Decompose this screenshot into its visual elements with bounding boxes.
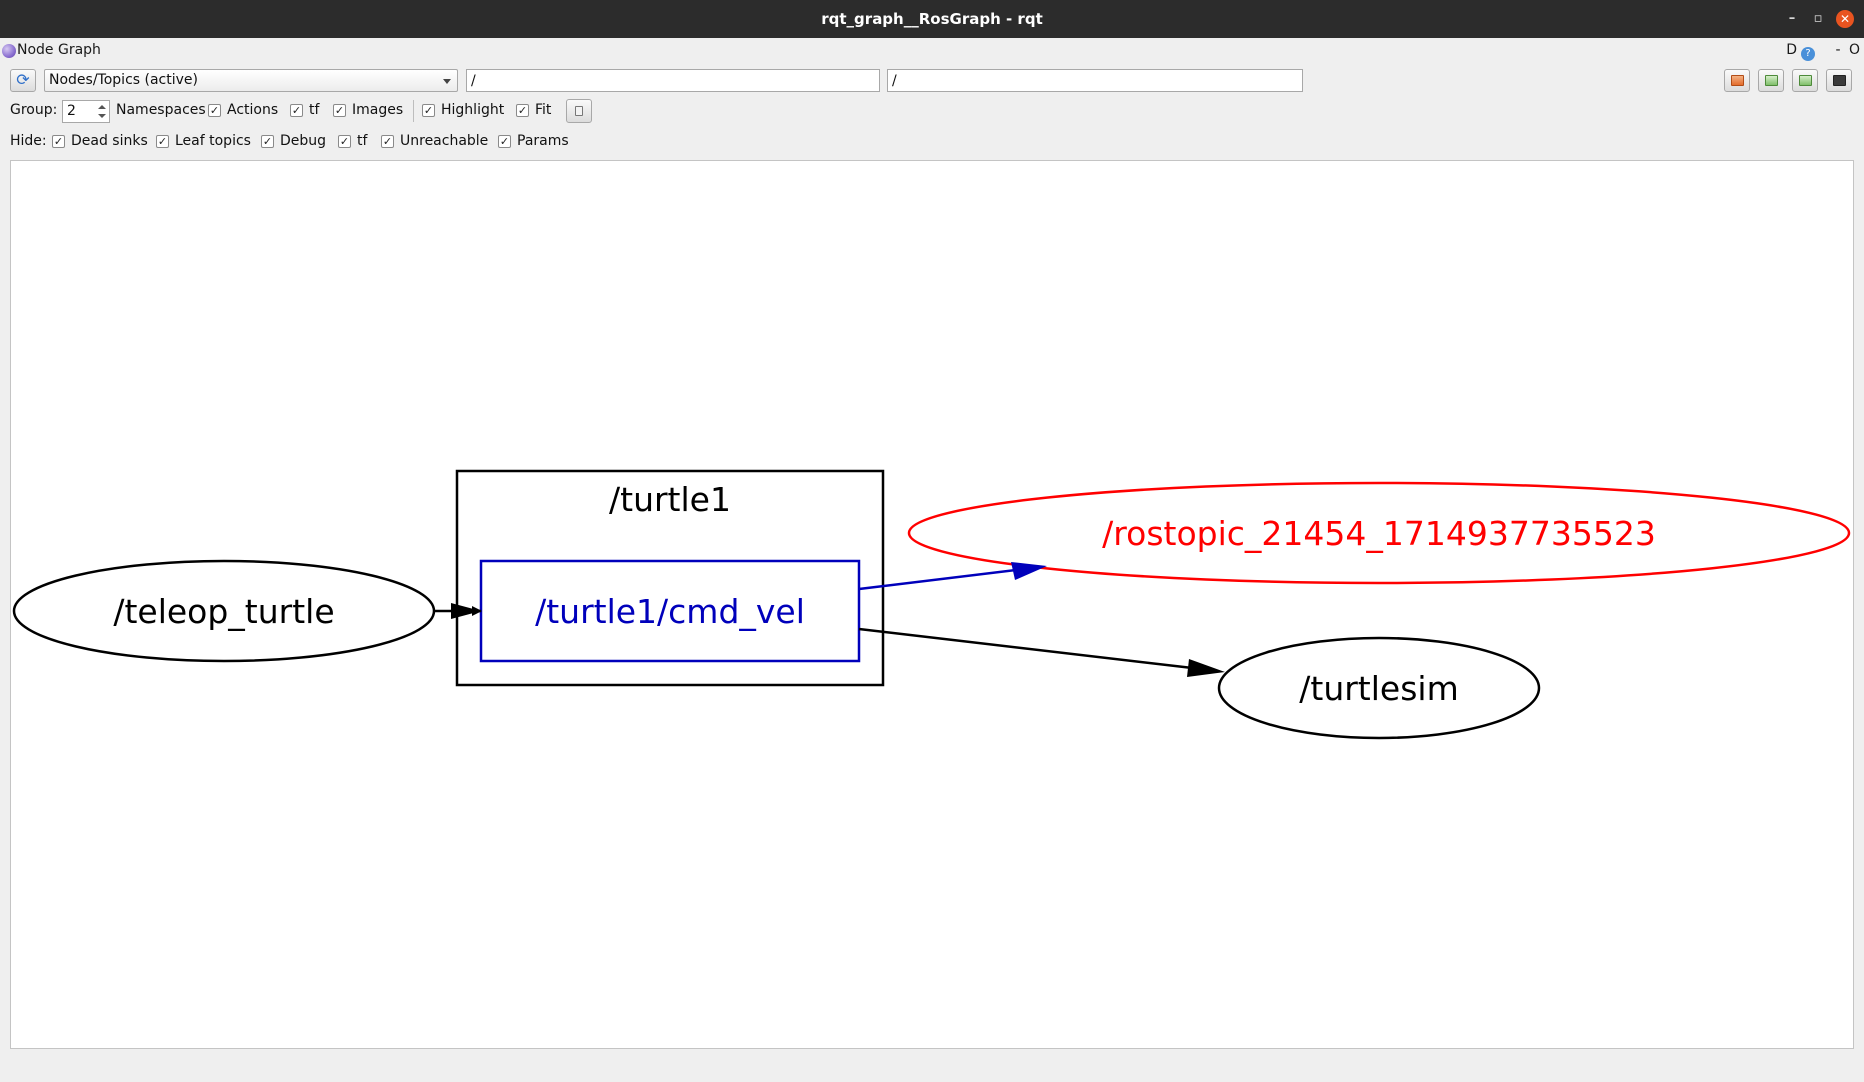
images-checkbox[interactable]: ✓ bbox=[333, 104, 346, 117]
debug-label: Debug bbox=[280, 133, 327, 149]
topic-filter-input[interactable] bbox=[887, 69, 1303, 92]
dock-controls: D? - O bbox=[1786, 42, 1864, 61]
hide-label: Hide: bbox=[10, 133, 47, 149]
debug-checkbox[interactable]: ✓ bbox=[261, 135, 274, 148]
view-mode-value: Nodes/Topics (active) bbox=[49, 72, 198, 88]
edge-cmd-vel-to-turtlesim[interactable] bbox=[858, 627, 1202, 671]
save-dot-button[interactable] bbox=[1758, 69, 1784, 92]
help-icon[interactable]: ? bbox=[1801, 47, 1815, 61]
fit-checkbox[interactable]: ✓ bbox=[516, 104, 529, 117]
edge-cmd-vel-to-rostopic[interactable] bbox=[858, 565, 1042, 591]
unreachable-checkbox[interactable]: ✓ bbox=[381, 135, 394, 148]
dock-float-button[interactable]: O bbox=[1848, 42, 1860, 58]
maximize-button[interactable]: ▫ bbox=[1813, 11, 1823, 26]
actions-checkbox[interactable]: ✓ bbox=[208, 104, 221, 117]
dock-config-button[interactable]: D bbox=[1786, 42, 1797, 58]
filter-toolbar: ⟳ Nodes/Topics (active) bbox=[0, 68, 1864, 94]
images-label: Images bbox=[352, 102, 404, 118]
hide-row: Hide: ✓ Dead sinks ✓ Leaf topics ✓ Debug… bbox=[0, 129, 1864, 155]
save-icon bbox=[1765, 75, 1778, 86]
dock-title-bar: Node Graph D? - O bbox=[0, 38, 1864, 64]
refresh-icon: ⟳ bbox=[16, 70, 30, 89]
node-label-teleop-turtle: /teleop_turtle bbox=[113, 592, 334, 631]
spin-down-icon[interactable] bbox=[98, 114, 106, 118]
rqt-plugin-icon bbox=[2, 44, 16, 58]
group-label: Group: bbox=[10, 102, 58, 118]
namespace-cluster-box[interactable] bbox=[455, 469, 885, 687]
options-row: Group: 2 Namespaces ✓ Actions ✓ tf ✓ Ima… bbox=[0, 98, 1864, 124]
graph-canvas[interactable]: /turtle1 /turtle1/cmd_vel /teleop_turtle… bbox=[10, 160, 1854, 1049]
node-label-turtlesim: /turtlesim bbox=[1299, 669, 1458, 708]
arrowhead-teleop-to-cmd-vel bbox=[451, 603, 481, 619]
hide-tf-checkbox[interactable]: ✓ bbox=[338, 135, 351, 148]
toolbar-separator bbox=[413, 100, 414, 122]
namespace-cluster-label: /turtle1 bbox=[609, 480, 731, 519]
window-titlebar[interactable]: rqt_graph__RosGraph - rqt – ▫ ✕ bbox=[0, 0, 1864, 38]
dead-sinks-checkbox[interactable]: ✓ bbox=[52, 135, 65, 148]
highlight-checkbox[interactable]: ✓ bbox=[422, 104, 435, 117]
group-spinbox[interactable]: 2 bbox=[62, 100, 110, 123]
view-mode-combo[interactable]: Nodes/Topics (active) bbox=[44, 69, 458, 92]
window-title: rqt_graph__RosGraph - rqt bbox=[821, 10, 1043, 28]
arrowhead-cmd-vel-to-rostopic bbox=[1011, 562, 1047, 580]
save-svg-icon bbox=[1799, 75, 1812, 86]
node-turtlesim[interactable] bbox=[1217, 636, 1541, 740]
fit-view-icon bbox=[575, 106, 583, 116]
close-button[interactable]: ✕ bbox=[1836, 10, 1854, 28]
dock-minimize-button[interactable]: - bbox=[1835, 42, 1841, 58]
fit-label: Fit bbox=[535, 102, 552, 118]
graph-svg: /turtle1 /turtle1/cmd_vel /teleop_turtle… bbox=[12, 469, 1851, 740]
app-body: Node Graph D? - O ⟳ Nodes/Topics (active… bbox=[0, 38, 1864, 1082]
dead-sinks-label: Dead sinks bbox=[71, 133, 148, 149]
leaf-topics-label: Leaf topics bbox=[175, 133, 251, 149]
hide-tf-label: tf bbox=[357, 133, 368, 149]
minimize-button[interactable]: – bbox=[1788, 11, 1796, 26]
highlight-label: Highlight bbox=[441, 102, 505, 118]
leaf-topics-checkbox[interactable]: ✓ bbox=[156, 135, 169, 148]
namespaces-label: Namespaces bbox=[116, 102, 206, 118]
arrowhead-cmd-vel-to-turtlesim bbox=[1187, 659, 1225, 677]
screenshot-icon bbox=[1833, 75, 1846, 86]
params-checkbox[interactable]: ✓ bbox=[498, 135, 511, 148]
refresh-button[interactable]: ⟳ bbox=[10, 69, 36, 92]
load-dot-button[interactable] bbox=[1724, 69, 1750, 92]
node-rostopic[interactable] bbox=[907, 481, 1851, 585]
node-filter-input[interactable] bbox=[466, 69, 880, 92]
unreachable-label: Unreachable bbox=[400, 133, 489, 149]
folder-icon bbox=[1731, 75, 1744, 86]
tf-checkbox[interactable]: ✓ bbox=[290, 104, 303, 117]
spin-up-icon[interactable] bbox=[98, 105, 106, 109]
save-svg-button[interactable] bbox=[1792, 69, 1818, 92]
node-label-rostopic: /rostopic_21454_1714937735523 bbox=[1102, 514, 1656, 553]
save-image-button[interactable] bbox=[1826, 69, 1852, 92]
fit-view-button[interactable] bbox=[566, 99, 592, 123]
group-value: 2 bbox=[67, 103, 76, 119]
chevron-down-icon bbox=[443, 79, 451, 84]
dock-title: Node Graph bbox=[17, 42, 101, 58]
topic-label-cmd-vel: /turtle1/cmd_vel bbox=[535, 592, 805, 631]
tf-label: tf bbox=[309, 102, 320, 118]
actions-label: Actions bbox=[227, 102, 279, 118]
params-label: Params bbox=[517, 133, 569, 149]
